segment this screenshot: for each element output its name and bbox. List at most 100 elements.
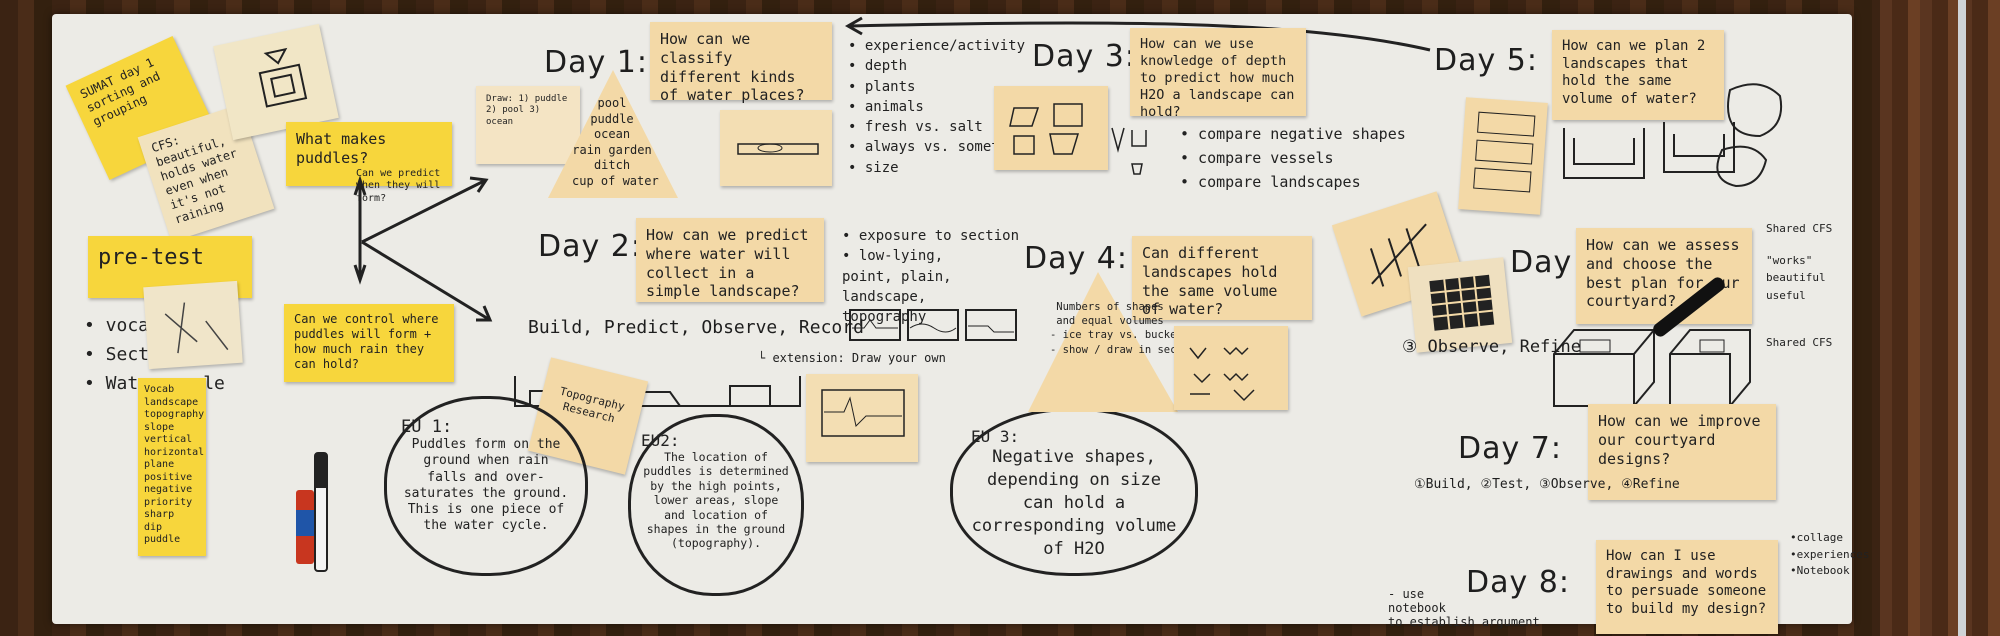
eu3-text: Negative shapes, depending on size can h… [971,447,1177,559]
day6-question: How can we assess and choose the best pl… [1576,228,1752,324]
draw-your-own-sketch [821,389,905,437]
vocab-word-8: priority [144,496,193,508]
day8-left-2: to establish argument [1388,614,1540,629]
vocab-word-3: vertical [144,434,193,445]
day4-triangle-words: Numbers of shapes and equal volumes - ic… [1050,300,1202,357]
eu3-title: EU 3: [971,427,1020,446]
section-sketch [737,143,819,155]
day1-sketch-note [720,110,832,186]
day8-left-0: - use [1388,587,1425,601]
day1-bullet-2: • plants [848,78,916,95]
vocab-word-5: plane [144,459,175,470]
day5-sketch-note [1458,97,1548,215]
vocab-word-6: positive [144,471,193,483]
day4-label: Day 4: [1024,241,1128,276]
day2-bullet-0: • exposure to section [842,228,1020,244]
vocab-word-2: slope [144,421,175,433]
day1-triangle-words: pool puddle ocean rain garden ditch cup … [572,96,659,190]
what-makes-puddles-text: What makes puddles? [296,130,387,167]
tri1-word-4: ditch [593,158,631,173]
vocab-title: Vocab [144,384,175,395]
grid-sketch-2 [1429,274,1495,331]
day6-side-4: Shared CFS [1766,336,1833,350]
day6-steps: ③ Observe, Refine [1402,337,1581,357]
eu3-cloud: EU 3: Negative shapes, depending on size… [950,408,1198,576]
day5-question: How can we plan 2 landscapes that hold t… [1552,30,1724,120]
day4-v-sketch [1189,346,1255,402]
day8-left-1: notebook [1388,600,1446,615]
tri1-word-1: puddle [590,111,634,126]
sticky-can-we-control: Can we control where puddles will form +… [284,304,454,382]
eu2-text: The location of puddles is determined by… [643,450,789,551]
box-sketch [258,47,308,108]
day3-label: Day 3: [1032,39,1136,74]
day2-bullet-1: • low-lying, point, plain, landscape, to… [842,248,952,326]
vocab-note: Vocab landscape topography slope vertica… [138,378,206,556]
day7-steps: ①Build, ②Test, ③Observe, ④Refine [1414,477,1680,492]
day8-question: How can I use drawings and words to pers… [1596,540,1778,634]
day6-grid-note-2 [1407,257,1513,353]
day8-right-0: •collage [1790,531,1843,544]
day4-sketch-note [1174,326,1288,410]
day6-side-1: "works" [1766,253,1813,267]
day1-bullets: • experience/activity • depth • plants •… [848,36,1033,178]
day1-bullet-4: • fresh vs. salt [848,119,983,136]
day6-box-sketch [1553,329,1751,407]
day4-triangle [1028,272,1178,412]
day1-bullet-5: • always vs. sometimes [848,139,1034,156]
day1-bullet-6: • size [848,159,899,176]
grid-sketch-1 [1369,223,1427,287]
day7-question: How can we improve our courtyard designs… [1588,404,1776,500]
eu1-cloud: EU 1: Puddles form on the ground when ra… [384,396,588,576]
day2-label: Day 2: [538,229,642,264]
eu1-text: Puddles form on the ground when rain fal… [403,437,569,534]
day2-question: How can we predict where water will coll… [636,218,824,302]
vocab-word-4: horizontal [144,446,205,458]
day1-draw-note: Draw: 1) puddle 2) pool 3) ocean [476,86,580,164]
scribble-sketch [164,302,229,354]
day3-vessel-icons [1111,127,1147,175]
day3-bullet-2: • compare landscapes [1180,173,1361,191]
eu2-title: EU2: [641,431,680,450]
sketch-note-top [213,23,339,141]
tri1-word-5: cup of water [572,173,659,188]
eu2-cloud: EU2: The location of puddles is determin… [628,414,804,596]
tri1-word-2: ocean [593,127,631,142]
day6-side-0: Shared CFS [1766,222,1833,235]
day8-label: Day 8: [1466,565,1570,600]
day5-label: Day 5: [1434,43,1538,78]
vocab-word-9: sharp [144,509,175,520]
tri1-word-0: pool [597,96,627,110]
day4-question: Can different landscapes hold the same v… [1132,236,1312,320]
day1-bullet-1: • depth [848,58,908,75]
wooden-wall-right [1880,0,2000,636]
vocab-word-10: dip [144,521,163,533]
eu1-title: EU 1: [401,417,453,437]
day8-right-2: •Notebook [1790,564,1850,577]
day2-extension: └ extension: Draw your own [758,351,946,365]
day3-vessel-sketch [1009,103,1083,155]
pre-test-item-0: • vocab [84,315,160,336]
tri4-word-1: - ice tray vs. bucket [1050,329,1183,342]
day2-boxes [849,309,1017,341]
vocab-word-1: topography [144,409,205,420]
sticky-what-makes-puddles: What makes puddles? Can we predict when … [286,122,452,204]
day1-triangle [548,70,678,198]
can-we-predict-text: Can we predict when they will form? [356,167,441,204]
day8-right-1: •experiences [1790,547,1870,561]
day3-sketch-note [994,86,1108,170]
scribble-note [143,280,243,370]
vocab-word-11: puddle [144,534,181,545]
day6-side-3: useful [1766,288,1806,302]
vocab-word-0: landscape [144,396,199,408]
day5-blob-sketch [1716,83,1782,188]
day3-question: How can we use knowledge of depth to pre… [1130,28,1306,120]
day8-right-notes: •collage •experiences •Notebook [1790,530,1869,580]
glue-stick [296,490,314,564]
day2-steps: Build, Predict, Observe, Record [528,317,864,338]
day1-bullet-0: • experience/activity [848,38,1026,54]
day1-question: How can we classify different kinds of w… [650,22,832,104]
day3-bullet-0: • compare negative shapes [1180,125,1406,143]
day7-label: Day 7: [1458,431,1562,466]
